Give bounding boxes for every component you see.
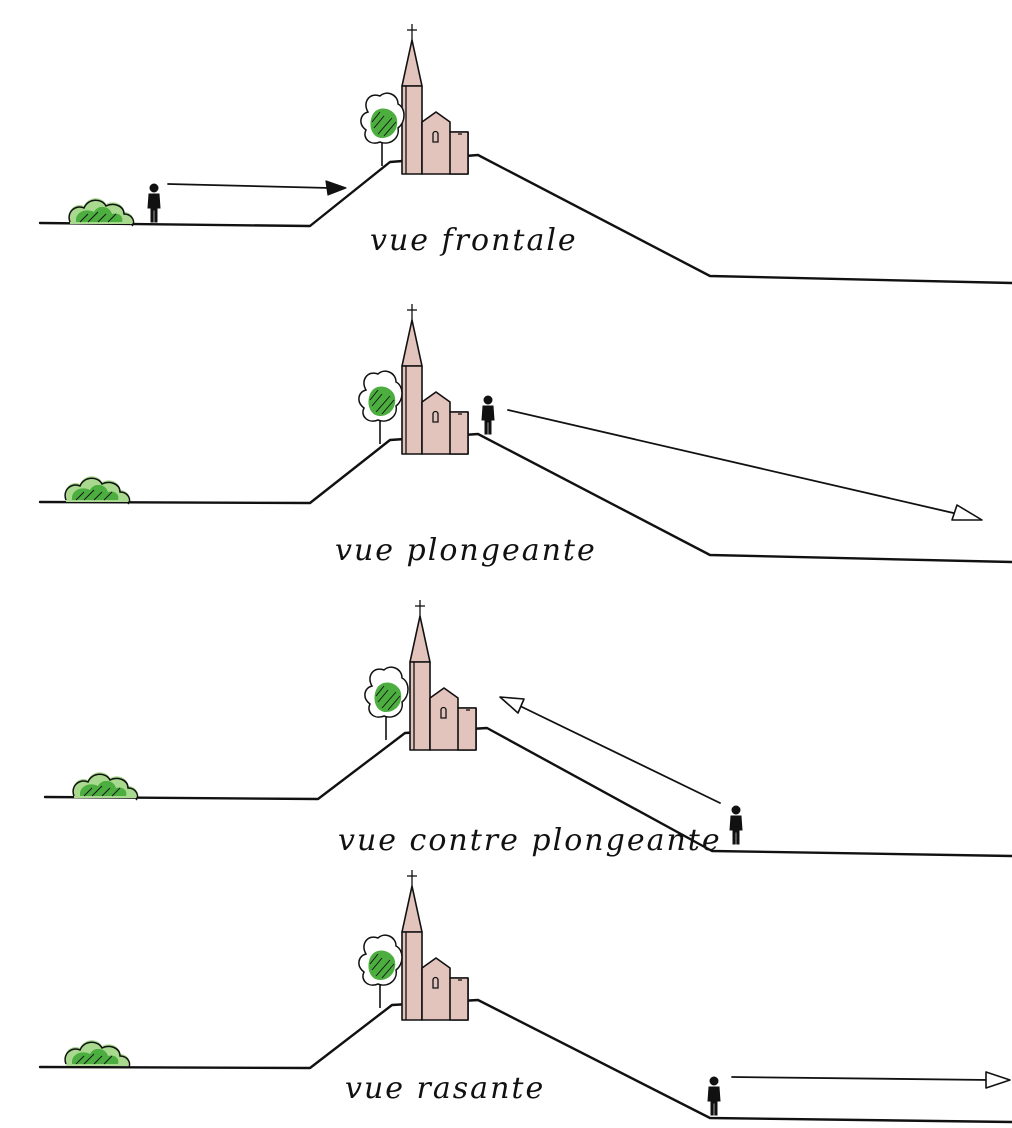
arrow-icon — [951, 504, 983, 521]
person-icon — [707, 1076, 721, 1116]
bush-icon — [64, 1039, 131, 1069]
arrow-icon — [499, 696, 525, 714]
panel-frontal-view: vue frontale — [38, 23, 1012, 285]
person-icon — [729, 805, 743, 845]
sight-line — [731, 1076, 991, 1081]
caption-grazing: vue rasante — [345, 1071, 545, 1106]
panel-grazing-view: vue rasante — [38, 869, 1012, 1124]
church-icon — [401, 869, 469, 1021]
caption-high-angle: vue plongeante — [335, 533, 597, 568]
church-icon — [401, 303, 469, 455]
panel-high-angle-view: vue plongeante — [38, 303, 1012, 568]
church-icon — [409, 599, 477, 751]
person-icon — [147, 183, 161, 223]
panel-low-angle-view: vue contre plongeante — [43, 599, 1012, 858]
sight-line — [519, 705, 721, 804]
arrow-icon — [325, 180, 347, 196]
bush-icon — [64, 475, 131, 505]
ground-profile — [38, 153, 1012, 285]
bush-icon — [72, 771, 139, 801]
tree-icon — [358, 934, 403, 1009]
bush-icon — [68, 197, 135, 227]
tree-icon — [358, 370, 403, 445]
sight-line — [167, 183, 331, 189]
caption-low-angle: vue contre plongeante — [338, 823, 722, 858]
church-icon — [401, 23, 469, 175]
tree-icon — [364, 666, 409, 741]
sight-line — [507, 409, 963, 516]
person-icon — [481, 395, 495, 435]
arrow-icon — [985, 1071, 1011, 1089]
caption-frontal: vue frontale — [370, 223, 578, 258]
tree-icon — [360, 92, 405, 167]
